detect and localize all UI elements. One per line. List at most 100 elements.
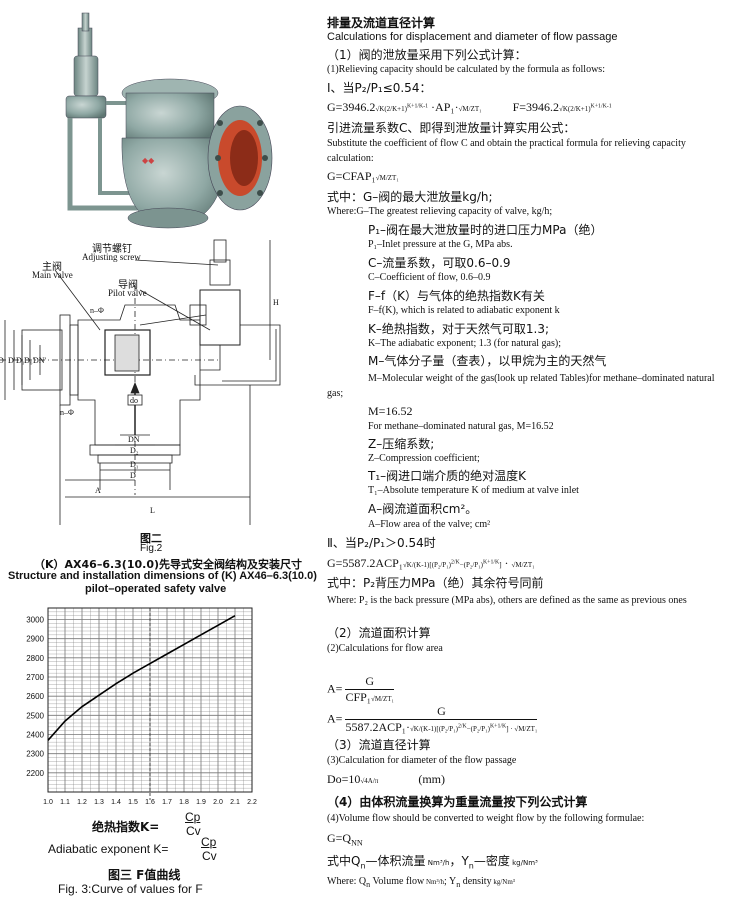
q-def-en: Where: Qn Volume flow Nm³/h; Yn density …: [327, 876, 515, 889]
formula-3: G=5587.2ACP₁√K/(K-1)[(P₂/P₁)2/K−(P₂/P₁)K…: [327, 556, 535, 570]
p1-en: P₁–Inlet pressure at the G, MPa abs.: [368, 239, 513, 250]
x-tick-label: 1.7: [162, 799, 172, 806]
fig2-caption-zh: 图二: [140, 532, 162, 545]
m-en: M–Molecular weight of the gas(look up re…: [327, 373, 715, 399]
m-value: M=16.52: [368, 404, 413, 418]
y-tick-label: 3000: [26, 616, 44, 625]
t-zh: T₁–阀进口端介质的绝对温度K: [368, 469, 527, 483]
y-tick-label: 2900: [26, 635, 44, 644]
main-valve-label-en: Main valve: [32, 270, 73, 280]
x-tick-label: 2.0: [213, 799, 223, 806]
y-tick-label: 2800: [26, 654, 44, 663]
dim-label-D3: D₂: [130, 446, 139, 455]
dim-label-nphi: n–Φ: [60, 408, 74, 417]
valve-section-drawing: D D' D₁' D₆' DN' n–Φ n–Φ do DN D₂ D₁ D A…: [0, 239, 281, 525]
xlabel-cp-2: Cp: [201, 835, 217, 849]
q-def-zh: 式中Qn—体积流量 Nm³/h，Yn—密度 kg/Nm³: [327, 854, 538, 871]
section-title-en: Calculations for displacement and diamet…: [327, 31, 618, 43]
x-tick-label: 1.6: [145, 799, 155, 806]
a-zh: A–阀流道面积cm²。: [368, 502, 478, 516]
formula-do: Do=10√4A/π(mm): [327, 772, 445, 786]
xlabel-en: Adiabatic exponent K=: [48, 842, 169, 856]
dim-label-D1b: D₁: [130, 460, 139, 469]
where-g-en: Where:G–The greatest relieving capacity …: [327, 206, 553, 217]
x-tick-label: 1.4: [111, 799, 121, 806]
y-tick-label: 2400: [26, 731, 44, 740]
f-curve: [47, 615, 236, 741]
xlabel-cp: Cp: [185, 810, 201, 824]
case2: Ⅱ、当P₂/P₁＞0.54时: [327, 536, 436, 550]
k-zh: K–绝热指数，对于天然气可取1.3;: [368, 322, 549, 336]
x-tick-label: 1.2: [77, 799, 87, 806]
formula-a2: A= G 5587.2ACP₁·√K/(K-1)[(P₂/P₁)2/K−(P₂/…: [327, 704, 538, 734]
y-tick-label: 2700: [26, 673, 44, 682]
fig2-title-zh: （K）AX46–6.3(10.0)先导式安全阀结构及安装尺寸: [34, 558, 303, 571]
p2-en: Where: P₂ is the back pressure (MPa abs)…: [327, 595, 687, 606]
main-valve-label-zh: 主阀: [42, 262, 62, 273]
p1-zh: P₁–阀在最大泄放量时的进口压力MPa（绝）: [368, 223, 603, 237]
valve-photo: ◆◆: [65, 12, 273, 229]
s1-zh: （1）阀的泄放量采用下列公式计算：: [327, 48, 527, 62]
s4-en: (4)Volume flow should be converted to we…: [327, 813, 645, 824]
dim-label-D: D: [0, 356, 4, 365]
dim-label-nphi-top: n–Φ: [90, 306, 104, 315]
dim-label-DN: DN: [128, 435, 140, 444]
formula-2: G=CFAP₁√M/ZT₁: [327, 169, 399, 183]
f-en: F–f(K), which is related to adiabatic ex…: [368, 305, 560, 316]
s4-zh: （4）由体积流量换算为重量流量按下列公式计算: [327, 795, 588, 809]
y-tick-label: 2300: [26, 750, 44, 759]
pilot-valve-label-en: Pilot valve: [108, 288, 147, 298]
dim-label-do: do: [130, 396, 138, 405]
x-tick-label: 1.8: [179, 799, 189, 806]
xlabel-cv: Cv: [186, 824, 201, 838]
dim-label-L: L: [150, 506, 155, 515]
pilot-valve-label-zh: 导阀: [118, 280, 138, 291]
s2-zh: （2）流道面积计算: [327, 626, 431, 640]
formula-a1: A= G CFP₁√M/ZT₁: [327, 674, 394, 704]
xlabel-zh: 绝热指数K=: [92, 820, 160, 834]
c-en: C–Coefficient of flow, 0.6–0.9: [368, 272, 491, 283]
fig2-caption-en: Fig.2: [140, 543, 163, 554]
dim-label-A: A: [95, 486, 101, 495]
dim-label-D1: D': [8, 356, 16, 365]
y-tick-label: 2500: [26, 711, 44, 720]
m-zh: M–气体分子量（查表），以甲烷为主的天然气: [368, 354, 607, 368]
z-zh: Z–压缩系数;: [368, 437, 435, 451]
section-title-zh: 排量及流道直径计算: [327, 16, 436, 30]
f-zh: F–f（K）与气体的绝热指数K有关: [368, 289, 545, 303]
s3-en: (3)Calculation for diameter of the flow …: [327, 755, 517, 766]
x-tick-label: 2.1: [230, 799, 240, 806]
p2-zh: 式中：P₂背压力MPa（绝）其余符号同前: [327, 576, 544, 590]
adjusting-screw-label-zh: 调节螺钉: [92, 244, 132, 255]
x-tick-label: 2.2: [247, 799, 257, 806]
intro-en: Substitute the coefficient of flow C and…: [327, 138, 686, 164]
s2-en: (2)Calculations for flow area: [327, 643, 443, 654]
z-en: Z–Compression coefficient;: [368, 453, 480, 464]
s1-en: (1)Relieving capacity should be calculat…: [327, 64, 605, 75]
y-tick-label: 2200: [26, 769, 44, 778]
xlabel-cv-2: Cv: [202, 849, 217, 863]
dim-label-D2: D₁': [16, 356, 27, 365]
fig3-caption-en: Fig. 3:Curve of values for F: [58, 882, 203, 896]
dim-label-DN-side: DN': [33, 356, 47, 365]
x-tick-label: 1.5: [128, 799, 138, 806]
case1: Ⅰ、当P₂/P₁≤0.54：: [327, 81, 432, 95]
where-g-zh: 式中：G–阀的最大泄放量kg/h;: [327, 190, 493, 204]
fig2-title-en-2: pilot–operated safety valve: [85, 583, 227, 595]
fig3-caption-zh: 图三 F值曲线: [108, 868, 181, 882]
formula-gq: G=QNN: [327, 831, 363, 848]
y-tick-label: 2600: [26, 692, 44, 701]
k-en: K–The adiabatic exponent; 1.3 (for natur…: [368, 338, 561, 349]
x-tick-label: 1.1: [60, 799, 70, 806]
c-zh: C–流量系数，可取0.6–0.9: [368, 256, 511, 270]
dim-label-D6: D₆': [24, 356, 35, 365]
formula-1: G=3946.2√K(2/K+1)K+1/K-1 ·AP₁·√M/ZT₁ F=3…: [327, 100, 612, 114]
fig2-title-en-1: Structure and installation dimensions of…: [8, 570, 317, 582]
m-value-en: For methane–dominated natural gas, M=16.…: [368, 421, 554, 432]
t-en: T₁–Absolute temperature K of medium at v…: [368, 485, 579, 496]
intro-zh: 引进流量系数C、即得到泄放量计算实用公式：: [327, 121, 576, 135]
x-tick-label: 1.3: [94, 799, 104, 806]
s3-zh: （3）流道直径计算: [327, 738, 431, 752]
dim-label-H: H: [273, 298, 279, 307]
